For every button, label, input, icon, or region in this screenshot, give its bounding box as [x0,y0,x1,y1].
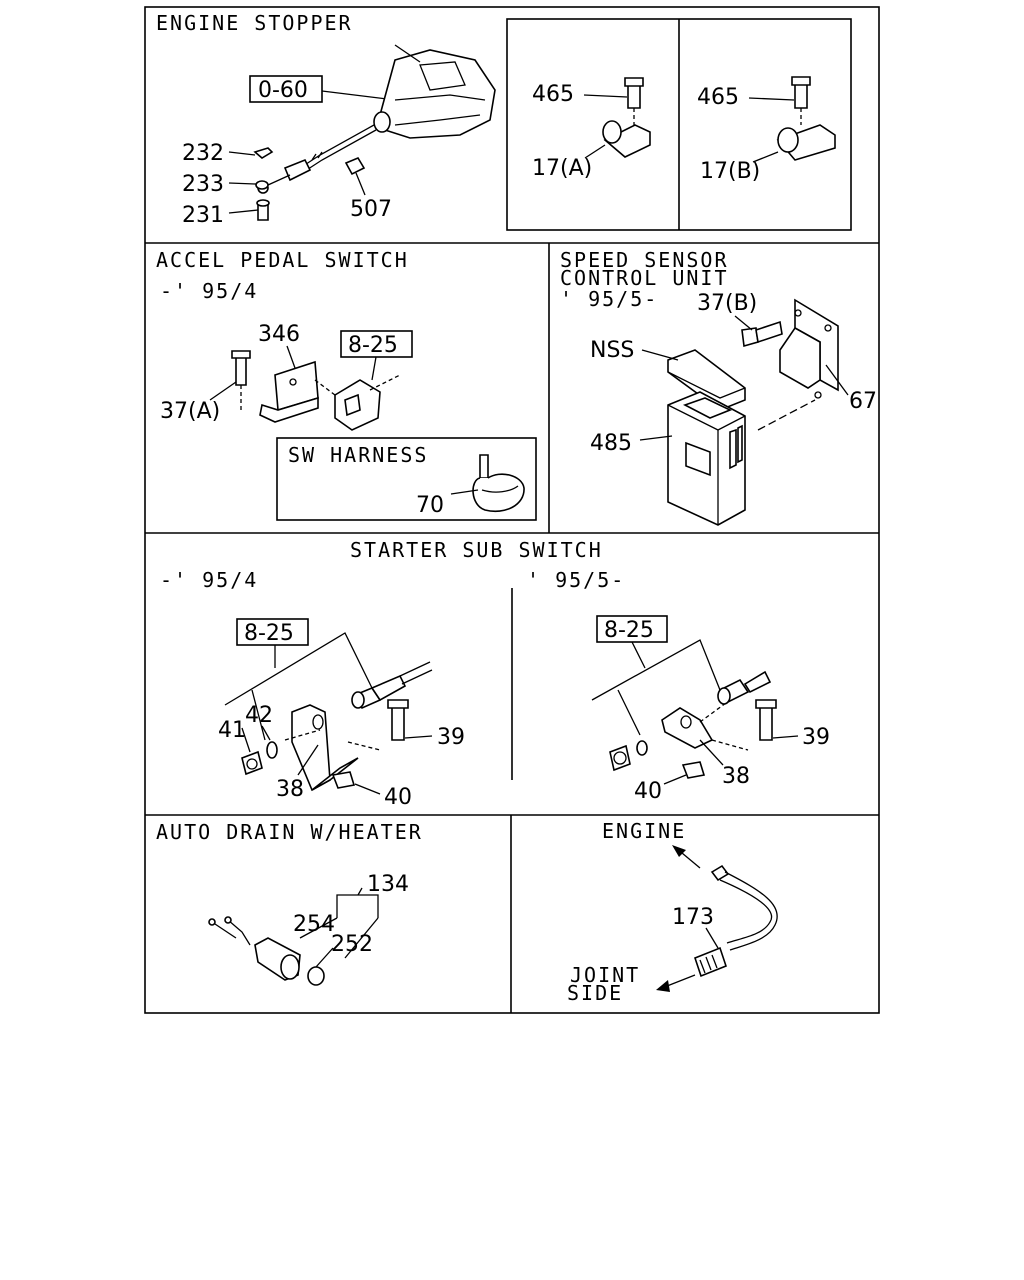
ref-label-8-25-accel: 8-25 [348,333,398,358]
bolt-37b-drawing [741,320,783,348]
joint-label: JOINT [570,963,640,987]
ref-label-8-25-starter-right: 8-25 [604,618,654,643]
part-label-nss: NSS [590,338,634,363]
section-subtitle-control-unit: CONTROL UNIT [560,266,729,290]
part-label-254: 254 [293,912,335,937]
cable-173-drawing [656,845,778,992]
section-title-auto-drain: AUTO DRAIN W/HEATER [156,820,423,844]
part-label-465-b: 465 [697,85,739,110]
ref-box-8-25-accel [340,330,413,358]
section-title-starter-sub-switch: STARTER SUB SWITCH [350,538,603,562]
ref-box-8-25-starter-left [236,618,309,646]
part-label-232: 232 [182,141,224,166]
accel-pedal-switch-section: ACCEL PEDAL SWITCH -' 95/4 8-25 346 37(A… [156,248,525,518]
starter-switch-left-drawing [241,661,433,792]
section-title-speed-sensor: SPEED SENSOR [560,248,729,272]
ref-label-8-25-starter-left: 8-25 [244,621,294,646]
section-title-accel-pedal-switch: ACCEL PEDAL SWITCH [156,248,409,272]
part-label-42: 42 [245,703,273,728]
part-label-17a: 17(A) [532,156,592,181]
ref-label-0-60: 0-60 [258,78,308,103]
period-starter-right: ' 95/5- [527,568,625,592]
period-accel-pedal-switch: -' 95/4 [160,279,258,303]
part-label-507: 507 [350,197,392,222]
section-title-engine: ENGINE [602,819,686,843]
harness-tie-70-drawing [472,454,525,512]
part-label-39-left: 39 [437,725,465,750]
control-unit-485-drawing [667,391,746,526]
part-label-37a: 37(A) [160,399,220,424]
part-label-485: 485 [590,431,632,456]
starter-switch-right-drawing [609,670,777,779]
heater-254-drawing [208,916,301,981]
part-label-252: 252 [331,932,373,957]
clip-507-drawing [344,156,366,176]
speed-sensor-bracket-67-drawing [779,298,839,399]
harness-title: SW HARNESS [288,443,428,467]
part-label-40-left: 40 [384,785,412,810]
part-label-231: 231 [182,203,224,228]
accel-switch-bracket-drawing [231,350,401,431]
section-title-engine-stopper: ENGINE STOPPER [156,11,353,35]
part-label-134: 134 [367,872,409,897]
clip-232-drawing [253,147,274,159]
auto-drain-section: AUTO DRAIN W/HEATER 134 254 252 [156,820,423,986]
part-label-17b: 17(B) [700,159,760,184]
washer-233-drawing [255,180,269,190]
ref-box-0-60 [249,75,323,103]
part-label-39-right: 39 [802,725,830,750]
part-label-40-right: 40 [634,779,662,804]
speed-sensor-section: SPEED SENSOR CONTROL UNIT ' 95/5- [560,248,877,526]
part-label-67: 67 [849,389,877,414]
part-label-70: 70 [416,493,444,518]
period-speed-sensor: ' 95/5- [560,287,658,311]
part-label-173: 173 [672,905,714,930]
cover-nss-drawing [667,349,746,411]
part-label-233: 233 [182,172,224,197]
part-label-37b: 37(B) [697,291,757,316]
part-label-38-right: 38 [722,764,750,789]
clip-17b-drawing [776,76,836,161]
diagram-frame [144,6,880,1014]
part-label-38-left: 38 [276,777,304,802]
starter-sub-switch-section: STARTER SUB SWITCH -' 95/4 8-25 41 42 3 [160,538,830,810]
clip-17a-drawing [602,77,651,158]
part-label-41: 41 [218,718,246,743]
cap-252-drawing [307,966,325,986]
engine-section: ENGINE 173 JOINT SIDE [567,819,778,1005]
part-label-465-a: 465 [532,82,574,107]
period-starter-left: -' 95/4 [160,568,258,592]
side-label: SIDE [567,981,623,1005]
engine-stopper-section: ENGINE STOPPER 0-60 232 233 231 [156,11,836,228]
part-label-346: 346 [258,322,300,347]
engine-stopper-lever-drawing [257,44,496,194]
